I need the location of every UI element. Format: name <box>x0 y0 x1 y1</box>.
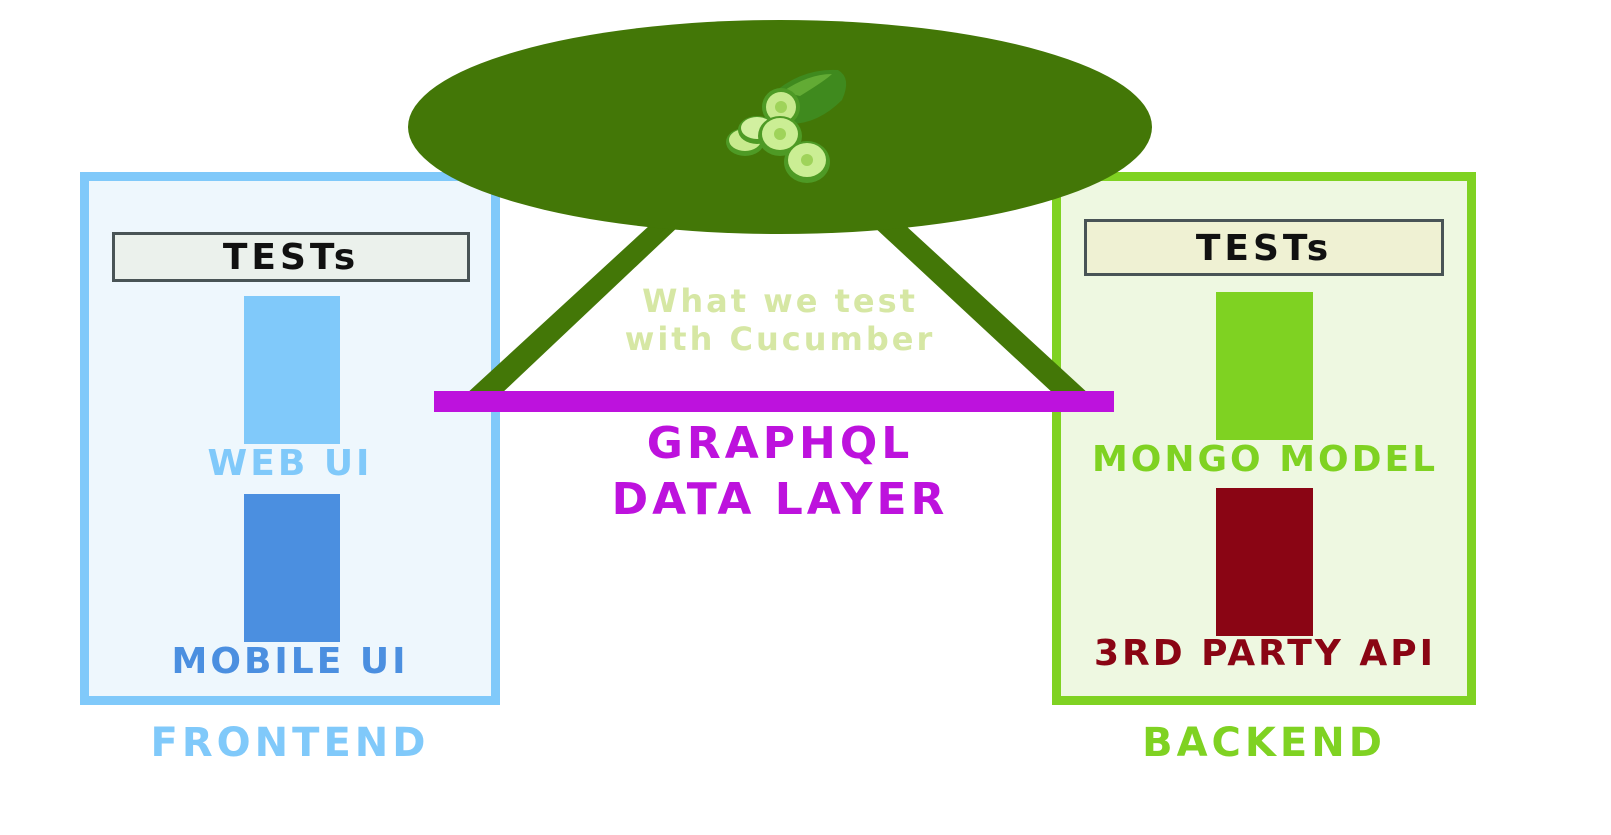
mobile-ui-block <box>244 494 340 642</box>
web-ui-block <box>244 296 340 444</box>
frontend-tests-box: TESTs <box>112 232 470 282</box>
backend-section-label: BACKEND <box>1142 720 1386 766</box>
scope-left-leg <box>465 225 680 395</box>
mobile-ui-label: MOBILE UI <box>171 641 409 682</box>
frontend-section-label: FRONTEND <box>150 720 430 766</box>
backend-tests-box: TESTs <box>1084 219 1444 276</box>
web-ui-label: WEB UI <box>207 443 373 484</box>
mongo-model-block <box>1216 292 1313 440</box>
mongo-model-label: MONGO MODEL <box>1091 439 1439 480</box>
third-party-api-label: 3RD PARTY API <box>1093 633 1437 674</box>
scope-right-leg <box>872 225 1090 395</box>
cucumber-icon <box>726 69 847 183</box>
graphql-label-line2: DATA LAYER <box>611 474 949 525</box>
graphql-label-line1: GRAPHQL <box>646 418 914 469</box>
graphql-bar <box>434 391 1114 412</box>
cucumber-scope-caption-line2: with Cucumber <box>624 320 936 358</box>
cucumber-scope-caption-line1: What we test <box>642 282 918 320</box>
third-party-api-block <box>1216 488 1313 636</box>
